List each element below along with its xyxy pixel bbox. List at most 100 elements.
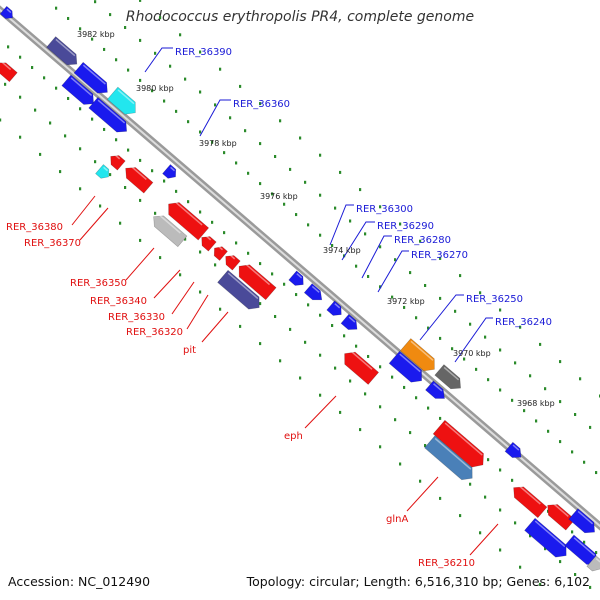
tick-mark [139, 198, 142, 202]
tick-mark [304, 180, 307, 184]
tick-mark [427, 326, 430, 330]
tick-mark [367, 354, 370, 358]
tick-mark [175, 109, 178, 113]
gene-arrow [153, 215, 188, 248]
gene-arrow [425, 380, 445, 399]
tick-mark [139, 78, 142, 82]
gene-label: RER_36350 [70, 278, 127, 289]
gene-feature [61, 74, 94, 105]
tick-mark [439, 256, 442, 260]
gene-arrow [547, 504, 576, 531]
tick-mark [544, 547, 547, 551]
tick-mark [349, 379, 352, 383]
gene-feature [326, 300, 342, 316]
tick-mark [535, 419, 538, 423]
gene-highlight [534, 520, 566, 548]
tick-mark [379, 405, 382, 409]
tick-mark [159, 16, 162, 20]
kbp-label: 3980 kbp [136, 84, 174, 93]
gene-arrow [106, 86, 136, 115]
gene-highlight [410, 340, 434, 361]
tick-mark [544, 387, 547, 391]
callout-line [199, 99, 231, 137]
gene-highlight [349, 349, 373, 370]
gene-highlight [103, 166, 109, 172]
gene-arrow [213, 246, 228, 261]
tick-mark [7, 45, 10, 49]
tick-mark [283, 282, 286, 286]
tick-mark [239, 324, 242, 328]
tick-mark [399, 222, 402, 226]
tick-mark [247, 171, 250, 175]
tick-mark [523, 409, 526, 413]
tick-mark [91, 37, 94, 41]
tick-mark [559, 560, 562, 564]
tick-mark [359, 188, 362, 192]
gene-label: RER_36270 [411, 250, 468, 261]
callout-line [201, 311, 229, 343]
tick-mark [151, 169, 154, 173]
tick-mark [163, 179, 166, 183]
tick-mark [199, 90, 202, 94]
tick-mark [355, 264, 358, 268]
gene-label: eph [284, 431, 303, 442]
gene-feature [238, 262, 277, 301]
tick-mark [199, 130, 202, 134]
callout-line [454, 317, 493, 363]
tick-mark [103, 127, 106, 131]
tick-mark [484, 495, 487, 499]
gene-highlight [157, 213, 181, 234]
gene-feature [73, 61, 108, 94]
tick-mark [239, 84, 242, 88]
tick-mark [271, 192, 274, 196]
tick-mark [559, 440, 562, 444]
gene-arrow [168, 202, 210, 241]
tick-mark [334, 366, 337, 370]
gene-arrow [388, 350, 422, 383]
tick-mark [94, 160, 97, 164]
gene-highlight [117, 89, 135, 105]
callout-line [79, 207, 109, 241]
kbp-label: 3972 kbp [387, 297, 425, 306]
gene-highlight [444, 422, 483, 456]
gene-feature [288, 270, 304, 286]
gene-arrow [399, 338, 435, 372]
callout-line [361, 235, 392, 279]
gene-arrow [504, 441, 522, 458]
tick-mark [529, 374, 532, 378]
gene-feature [46, 36, 78, 66]
gene-feature [95, 164, 110, 179]
backbone-highlight [0, 8, 600, 528]
tick-mark [319, 393, 322, 397]
gene-feature [0, 5, 13, 19]
callout-line [419, 294, 464, 341]
gene-arrow [568, 508, 595, 534]
gene-arrow [217, 269, 260, 310]
gene-arrow [73, 61, 108, 94]
tick-mark [219, 307, 222, 311]
callout-line [125, 247, 155, 281]
gene-feature [213, 245, 228, 261]
gene-arrow [586, 555, 600, 572]
tick-mark [271, 272, 274, 276]
gene-arrow [326, 300, 342, 316]
gene-feature [162, 164, 177, 179]
gene-feature [201, 235, 217, 252]
tick-mark [283, 202, 286, 206]
gene-feature [524, 517, 567, 558]
gene-label: pit [183, 345, 196, 356]
gene-highlight [512, 444, 520, 451]
tick-mark [427, 406, 430, 410]
genes [0, 5, 600, 572]
tick-mark [499, 388, 502, 392]
gene-highlight [97, 99, 126, 124]
gene-arrow [110, 155, 126, 171]
tick-mark [235, 161, 238, 165]
tick-mark [67, 96, 70, 100]
gene-arrow [162, 164, 177, 179]
gene-feature [513, 484, 548, 519]
gene-highlight [399, 353, 421, 373]
gene-label: RER_36370 [24, 238, 81, 249]
gene-highlight [129, 165, 147, 180]
tick-mark [214, 263, 217, 267]
